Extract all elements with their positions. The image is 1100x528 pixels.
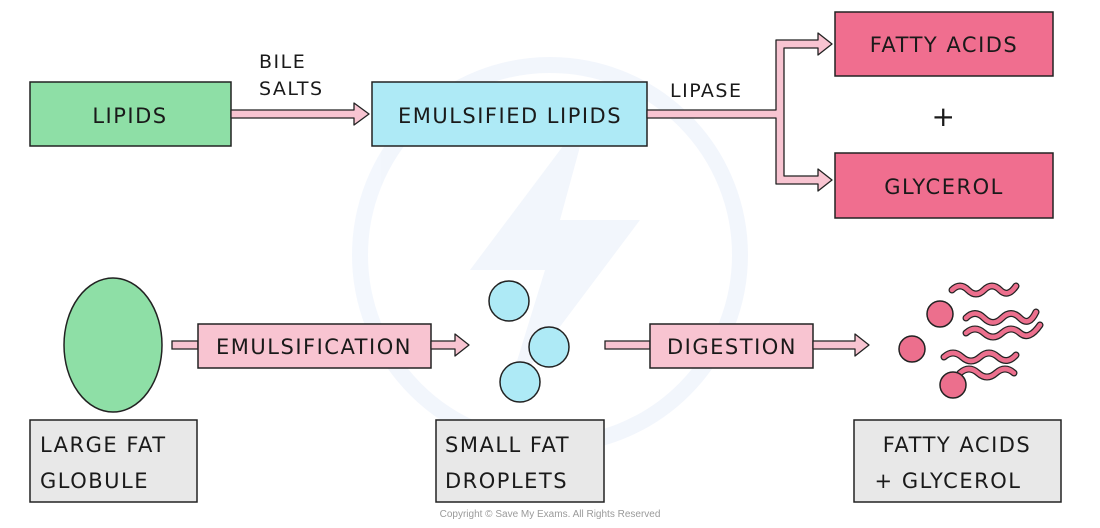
arrow-digestion-head [812, 333, 870, 357]
small-fat-droplet [488, 280, 530, 322]
small-fat-caption-line2: DROPLETS [445, 469, 568, 493]
emulsified-lipids-box [371, 81, 648, 147]
glycerol-box [834, 152, 1054, 219]
emulsification-box [197, 323, 432, 369]
arrow-digestion [604, 340, 651, 350]
large-fat-caption-line2: GLOBULE [40, 469, 149, 493]
glycerol-molecule [939, 371, 967, 399]
small-fat-caption-line1: SMALL FAT [445, 433, 570, 457]
large-fat-globule [63, 277, 163, 413]
bile-salts-label-line2: SALTS [259, 78, 324, 100]
products-caption-line2: + GLYCEROL [875, 469, 1022, 493]
glycerol-molecule [898, 335, 926, 363]
digestion-box [649, 323, 814, 369]
products-caption-line1: FATTY ACIDS [883, 433, 1032, 457]
copyright-footer: Copyright © Save My Exams. All Rights Re… [439, 509, 661, 520]
emulsification-label: EMULSIFICATION [216, 335, 412, 359]
fatty-acids-label: FATTY ACIDS [870, 33, 1019, 57]
large-fat-caption-line1: LARGE FAT [40, 433, 167, 457]
small-fat-droplet [499, 361, 541, 403]
large-fat-caption-box [29, 419, 198, 503]
arrow-lipase-branch [646, 32, 833, 192]
small-fat-droplet [528, 326, 570, 368]
bile-salts-label-line1: BILE [259, 51, 306, 73]
glycerol-label: GLYCEROL [884, 175, 1004, 199]
emulsified-lipids-label: EMULSIFIED LIPIDS [398, 104, 622, 128]
arrow-emulsification-head [430, 333, 470, 357]
digestion-label: DIGESTION [667, 335, 797, 359]
small-fat-caption-box [435, 419, 605, 503]
arrow-emulsification [171, 340, 199, 350]
arrow-lipids-to-emulsified [230, 102, 370, 126]
fatty-acids-box [834, 11, 1054, 77]
glycerol-molecule [926, 300, 954, 328]
fatty-acid-chains [940, 282, 1044, 381]
plus-sign: + [932, 100, 957, 133]
lipase-label: LIPASE [670, 80, 743, 102]
lipids-label: LIPIDS [92, 104, 167, 128]
products-caption-box [853, 419, 1062, 503]
